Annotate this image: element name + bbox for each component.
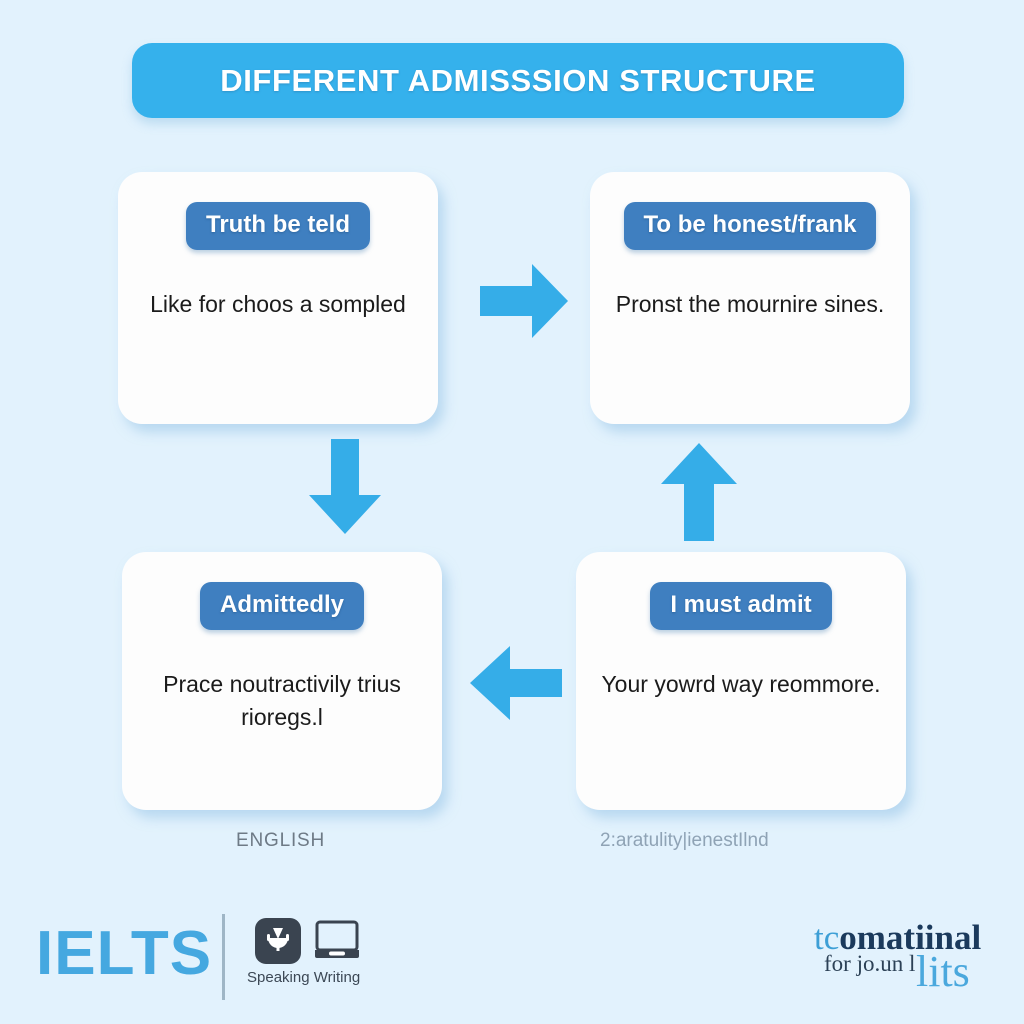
footer-item-label: Writing bbox=[313, 969, 361, 986]
card-header-label: Truth be teld bbox=[206, 211, 350, 238]
card-i-must-admit[interactable]: I must admit Your yowrd way reommore. bbox=[576, 552, 906, 810]
page-title-banner: DIFFERENT ADMISSSION STRUCTURE bbox=[132, 43, 904, 118]
caption-secondary: 2:aratulity|ienestIlnd bbox=[600, 830, 769, 851]
arrow-right-icon bbox=[478, 260, 570, 342]
page-title: DIFFERENT ADMISSSION STRUCTURE bbox=[220, 62, 816, 98]
card-admittedly[interactable]: Admittedly Prace noutractivily trius rio… bbox=[122, 552, 442, 810]
arrow-up-icon bbox=[657, 440, 741, 544]
card-header-pill: To be honest/frank bbox=[623, 202, 877, 250]
card-body-text: Prace noutractivily trius rioregs.l bbox=[163, 671, 401, 730]
brand-line-1: tcomatiinal bbox=[814, 918, 981, 958]
arrow-left-icon bbox=[466, 643, 564, 723]
card-header-pill: I must admit bbox=[650, 582, 832, 630]
brand-line-3: lits bbox=[916, 947, 970, 996]
footer-item-label: Speaking bbox=[247, 969, 310, 986]
card-truth-be-teld[interactable]: Truth be teld Like for choos a sompled bbox=[118, 172, 438, 424]
card-to-be-honest-frank[interactable]: To be honest/frank Pronst the mournire s… bbox=[590, 172, 910, 424]
footer: IELTS Speaking bbox=[0, 900, 1024, 1024]
footer-item-speaking[interactable]: Speaking bbox=[247, 916, 310, 986]
brand-lockup: tcomatiinal for jo.un l lits bbox=[806, 918, 1006, 998]
card-header-pill: Truth be teld bbox=[186, 202, 370, 250]
brand-line-2: for jo.un l bbox=[824, 951, 916, 976]
caption-english: ENGLISH bbox=[236, 830, 326, 851]
brand-line-1-part-2: omatiinal bbox=[839, 918, 982, 957]
card-body-text: Pronst the mournire sines. bbox=[615, 291, 885, 317]
card-header-label: I must admit bbox=[670, 591, 812, 618]
microphone-icon bbox=[255, 916, 302, 966]
card-body-text: Your yowrd way reommore. bbox=[601, 671, 881, 697]
card-header-pill: Admittedly bbox=[199, 582, 364, 630]
card-header-label: To be honest/frank bbox=[643, 211, 857, 238]
footer-item-writing[interactable]: Writing bbox=[313, 916, 361, 986]
arrow-down-icon bbox=[305, 437, 385, 537]
card-body-text: Like for choos a sompled bbox=[150, 291, 406, 317]
footer-divider bbox=[222, 914, 225, 1000]
laptop-icon bbox=[313, 916, 361, 966]
brand-line-1-part-1: tc bbox=[814, 918, 840, 957]
ielts-logo: IELTS bbox=[36, 919, 213, 988]
card-header-label: Admittedly bbox=[219, 591, 344, 618]
